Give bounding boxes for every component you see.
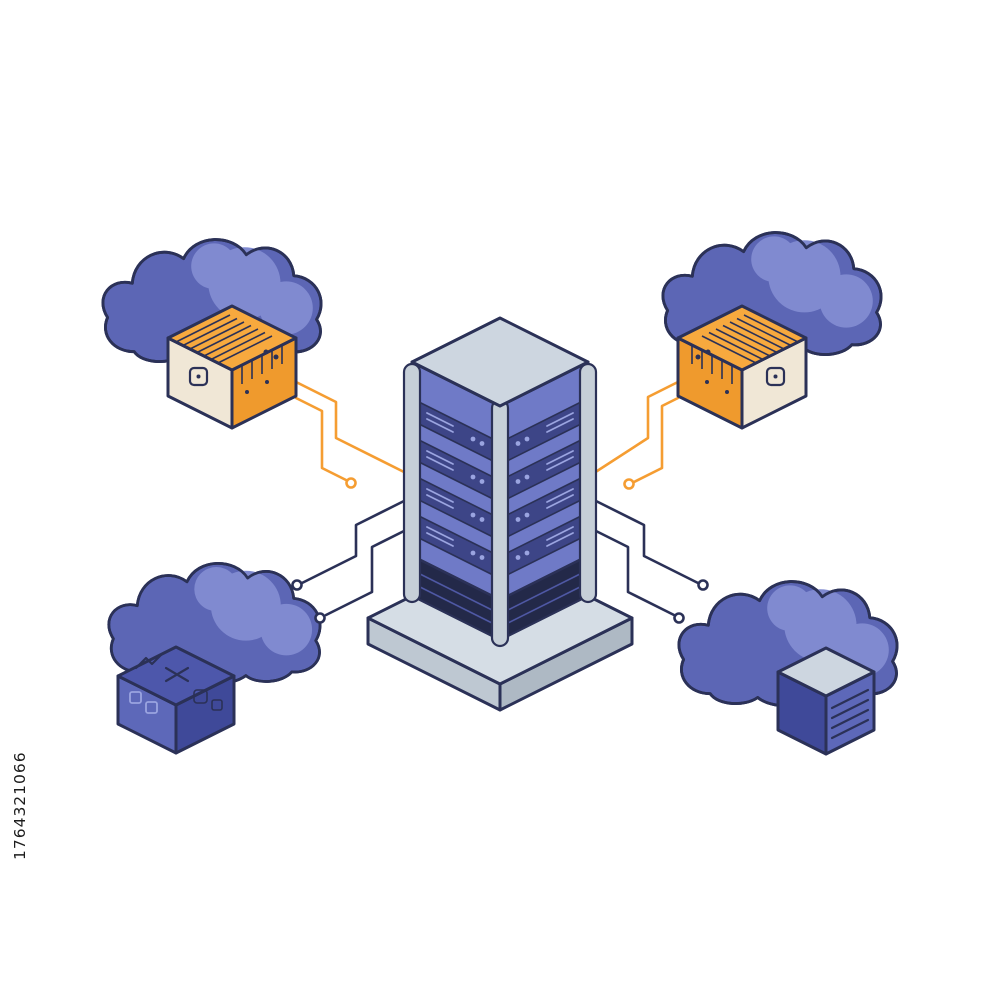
module-box-bottom-left [116,645,236,755]
module-port-4 [211,699,223,711]
watermark-id: 1764321066 [11,751,29,860]
connection-line-dark-right-2 [588,526,676,617]
squiggle-mark [134,652,164,670]
tower-top-face [410,316,590,408]
tower-pillar-right [578,362,598,604]
base-band-slats [411,569,589,628]
module-port-1 [129,691,142,704]
connection-node-orange-right [623,478,635,490]
server-rack [366,316,634,712]
connection-line-dark-left-1 [300,496,412,585]
storage-cube-bottom-right [776,646,876,756]
module-port-2 [145,701,158,714]
cube-text-lines [830,688,870,740]
tower-pillar-center [490,398,510,648]
connection-node-dark-right-1 [697,579,709,591]
connection-node-dark-left-2 [314,612,326,624]
connection-line-orange-left-2 [294,396,348,482]
connection-line-orange-left-1 [294,380,408,475]
connection-node-orange-left [345,477,357,489]
connection-node-dark-right-2 [673,612,685,624]
connection-line-orange-right-2 [632,396,680,484]
module-port-3 [193,689,208,704]
connection-line-orange-right-1 [592,380,680,475]
cube-face-top [776,646,876,698]
connection-lines [291,380,709,624]
connection-line-dark-right-1 [588,496,700,585]
connection-node-dark-left-1 [291,579,303,591]
tower-pillar-left [402,362,422,604]
x-mark [164,666,190,683]
connection-line-dark-left-2 [324,526,412,617]
